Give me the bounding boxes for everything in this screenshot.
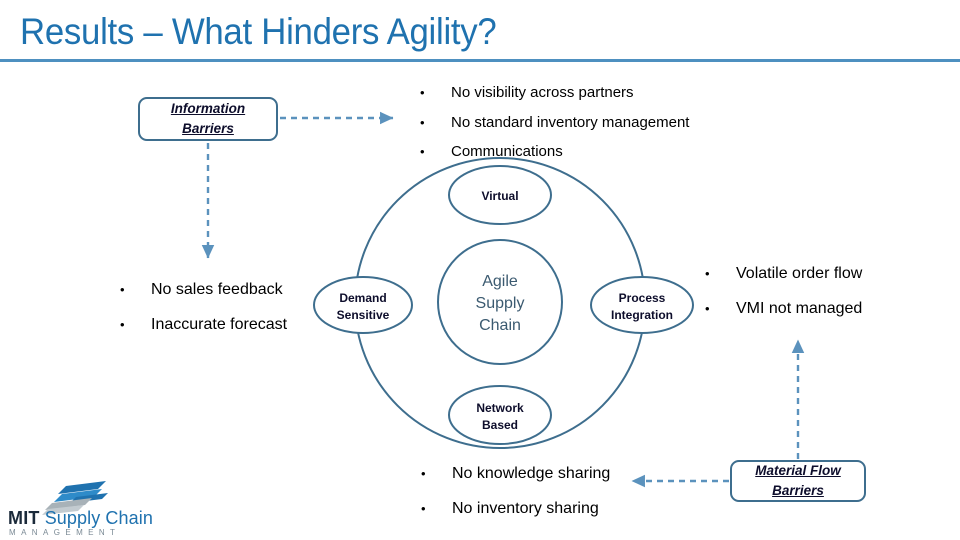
bullet-list-top: • No visibility across partners • No sta… — [420, 78, 689, 167]
bullet-marker-icon: • — [420, 85, 425, 100]
list-item: • No sales feedback — [120, 272, 287, 307]
list-item-label: VMI not managed — [736, 300, 863, 317]
material-flow-barriers-line2: Barriers — [772, 483, 824, 498]
bullet-marker-icon: • — [421, 466, 426, 481]
bullet-marker-icon: • — [120, 317, 125, 332]
lobe-network-based-line1: Network — [476, 401, 524, 415]
bullet-marker-icon: • — [421, 501, 426, 516]
information-barriers-line1: Information — [170, 101, 246, 116]
material-flow-barriers-box[interactable]: Material Flow Barriers — [730, 460, 866, 502]
list-item-label: Communications — [451, 143, 563, 160]
list-item-label: No standard inventory management — [451, 113, 690, 131]
bullet-list-left: • No sales feedback • Inaccurate forecas… — [120, 272, 287, 342]
lobe-virtual — [448, 165, 552, 225]
lobe-demand-sensitive-line2: Sensitive — [337, 308, 390, 322]
mit-supply-chain-logo-icon — [42, 481, 108, 515]
list-item: • No knowledge sharing — [421, 456, 610, 491]
bullet-list-right: • Volatile order flow • VMI not managed — [705, 256, 862, 326]
list-item-label: Inaccurate forecast — [151, 316, 288, 333]
bullet-marker-icon: • — [420, 144, 425, 159]
lobe-virtual-label: Virtual — [481, 189, 518, 203]
list-item: • Communications — [420, 137, 689, 167]
list-item-label: No inventory sharing — [452, 500, 599, 517]
core-circle — [437, 239, 563, 365]
logo-wordmark: MIT Supply Chain — [8, 508, 153, 529]
logo-management-text: MANAGEMENT — [9, 528, 121, 537]
information-barriers-line2: Barriers — [182, 121, 234, 136]
lobe-network-based-line2: Based — [482, 418, 518, 432]
list-item: • No standard inventory management — [420, 108, 689, 138]
lobe-demand-sensitive — [313, 276, 413, 334]
bullet-marker-icon: • — [705, 301, 710, 316]
list-item: • No visibility across partners — [420, 78, 689, 108]
lobe-network-based — [448, 385, 552, 445]
logo-supply-chain-text: Supply Chain — [39, 508, 153, 528]
list-item-label: No sales feedback — [151, 281, 283, 298]
title-divider — [0, 59, 960, 62]
list-item: • Inaccurate forecast — [120, 307, 287, 342]
list-item: • No inventory sharing — [421, 491, 610, 526]
list-item-label: Volatile order flow — [736, 265, 863, 282]
lobe-process-integration-line1: Process — [619, 291, 666, 305]
material-flow-barriers-line1: Material Flow — [755, 463, 841, 478]
page-title: Results – What Hinders Agility? — [20, 11, 497, 52]
bullet-marker-icon: • — [705, 266, 710, 281]
bullet-marker-icon: • — [420, 114, 425, 130]
lobe-process-integration — [590, 276, 694, 334]
information-barriers-box[interactable]: Information Barriers — [138, 97, 278, 141]
list-item: • Volatile order flow — [705, 256, 862, 291]
logo-mit-text: MIT — [8, 508, 40, 528]
bullet-list-bottom: • No knowledge sharing • No inventory sh… — [421, 456, 610, 526]
lobe-process-integration-line2: Integration — [611, 308, 673, 322]
core-label-line2: Supply — [476, 295, 525, 312]
list-item-label: No knowledge sharing — [452, 465, 611, 482]
bullet-marker-icon: • — [120, 282, 125, 297]
list-item-label: No visibility across partners — [451, 84, 634, 101]
core-label-line3: Chain — [479, 317, 521, 334]
core-label-line1: Agile — [482, 273, 518, 290]
list-item: • VMI not managed — [705, 291, 862, 326]
lobe-demand-sensitive-line1: Demand — [339, 291, 386, 305]
